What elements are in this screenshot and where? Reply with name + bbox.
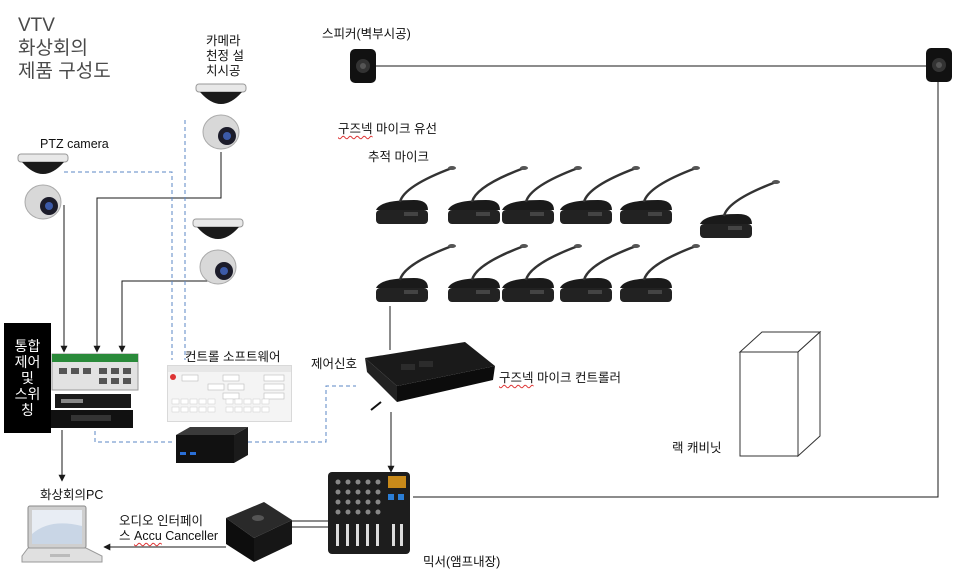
audio-interface-label: 오디오 인터페이 스 Accu Canceller: [119, 514, 218, 544]
mixer-label: 믹서(앰프내장): [423, 555, 501, 569]
gooseneck-mic-group: [374, 164, 782, 304]
audio-interface-label-line2: 스 Accu Canceller: [119, 529, 218, 544]
integrated-control-line: 제어: [14, 354, 41, 370]
speaker-right-icon: [926, 48, 952, 82]
mini-pc-device: [176, 427, 248, 463]
integrated-control-line: 스위: [14, 386, 41, 402]
laptop-icon: [21, 505, 103, 563]
integrated-control-line: 칭: [21, 402, 34, 418]
mic-unit: [374, 242, 458, 304]
speaker-left-icon: [350, 49, 376, 83]
ptz-camera-label: PTZ camera: [40, 137, 109, 151]
mic-wired-label-suffix: 마이크 유선: [372, 122, 437, 136]
control-software-screen: [167, 365, 292, 422]
audio-interface-label-line1: 오디오 인터페이: [119, 514, 203, 528]
mic-controller-label-suffix: 마이크 컨트롤러: [533, 371, 621, 385]
integrated-control-line: 통합: [14, 338, 41, 354]
mic-unit: [374, 164, 458, 226]
audio-interface-label-accu: Accu: [133, 529, 162, 543]
ceiling-camera-label-line2: 천정 설: [206, 49, 244, 63]
ceiling-camera-2-icon: [192, 218, 244, 285]
diagram-title: VTV 화상회의 제품 구성도: [18, 15, 111, 82]
ceiling-camera-1-icon: [195, 83, 247, 150]
ptz-camera-icon: [17, 153, 69, 220]
mic-controller-label: 구즈넥 마이크 컨트롤러: [499, 371, 621, 386]
control-software-label: 컨트롤 소프트웨어: [185, 350, 281, 364]
integrated-control-label: 통합 제어 및 스위 칭: [4, 323, 51, 433]
audio-interface-label-line2-suffix: Canceller: [161, 529, 219, 543]
mic-controller-label-prefix: 구즈넥: [499, 371, 534, 385]
audio-interface-device: [226, 502, 292, 562]
ceiling-camera-label-line3: 치시공: [206, 64, 241, 78]
conference-pc-label: 화상회의PC: [40, 488, 104, 502]
speaker-label: 스피커(벽부시공): [322, 27, 411, 41]
ceiling-camera-label-line1: 카메라: [206, 34, 241, 48]
mic-controller-device: [365, 342, 495, 411]
speaker-to-mixer-wire: [413, 82, 939, 498]
mic-unit: [618, 242, 702, 304]
mixer-device: [328, 472, 410, 554]
control-signal-label: 제어신호: [311, 357, 358, 371]
ceiling-camera-label: 카메라 천정 설 치시공: [206, 34, 244, 79]
mic-unit: [698, 178, 782, 240]
audio-interface-label-line2-prefix: 스: [119, 529, 134, 543]
integrated-control-line: 및: [21, 370, 34, 386]
ptz-control-dashed: [64, 171, 173, 360]
rack-cabinet-label: 랙 캐비닛: [672, 441, 722, 455]
mic-wired-label-prefix: 구즈넥: [338, 122, 373, 136]
control-switcher-device: [51, 353, 139, 428]
ceiling-cam1-to-control-wire: [93, 152, 222, 353]
mic-wired-label: 구즈넥 마이크 유선: [338, 122, 437, 137]
mic-unit: [618, 164, 702, 226]
tracking-mic-label: 추적 마이크: [368, 150, 429, 164]
rack-cabinet-drawing: [738, 330, 822, 458]
control-signal-dashed: [248, 385, 356, 443]
